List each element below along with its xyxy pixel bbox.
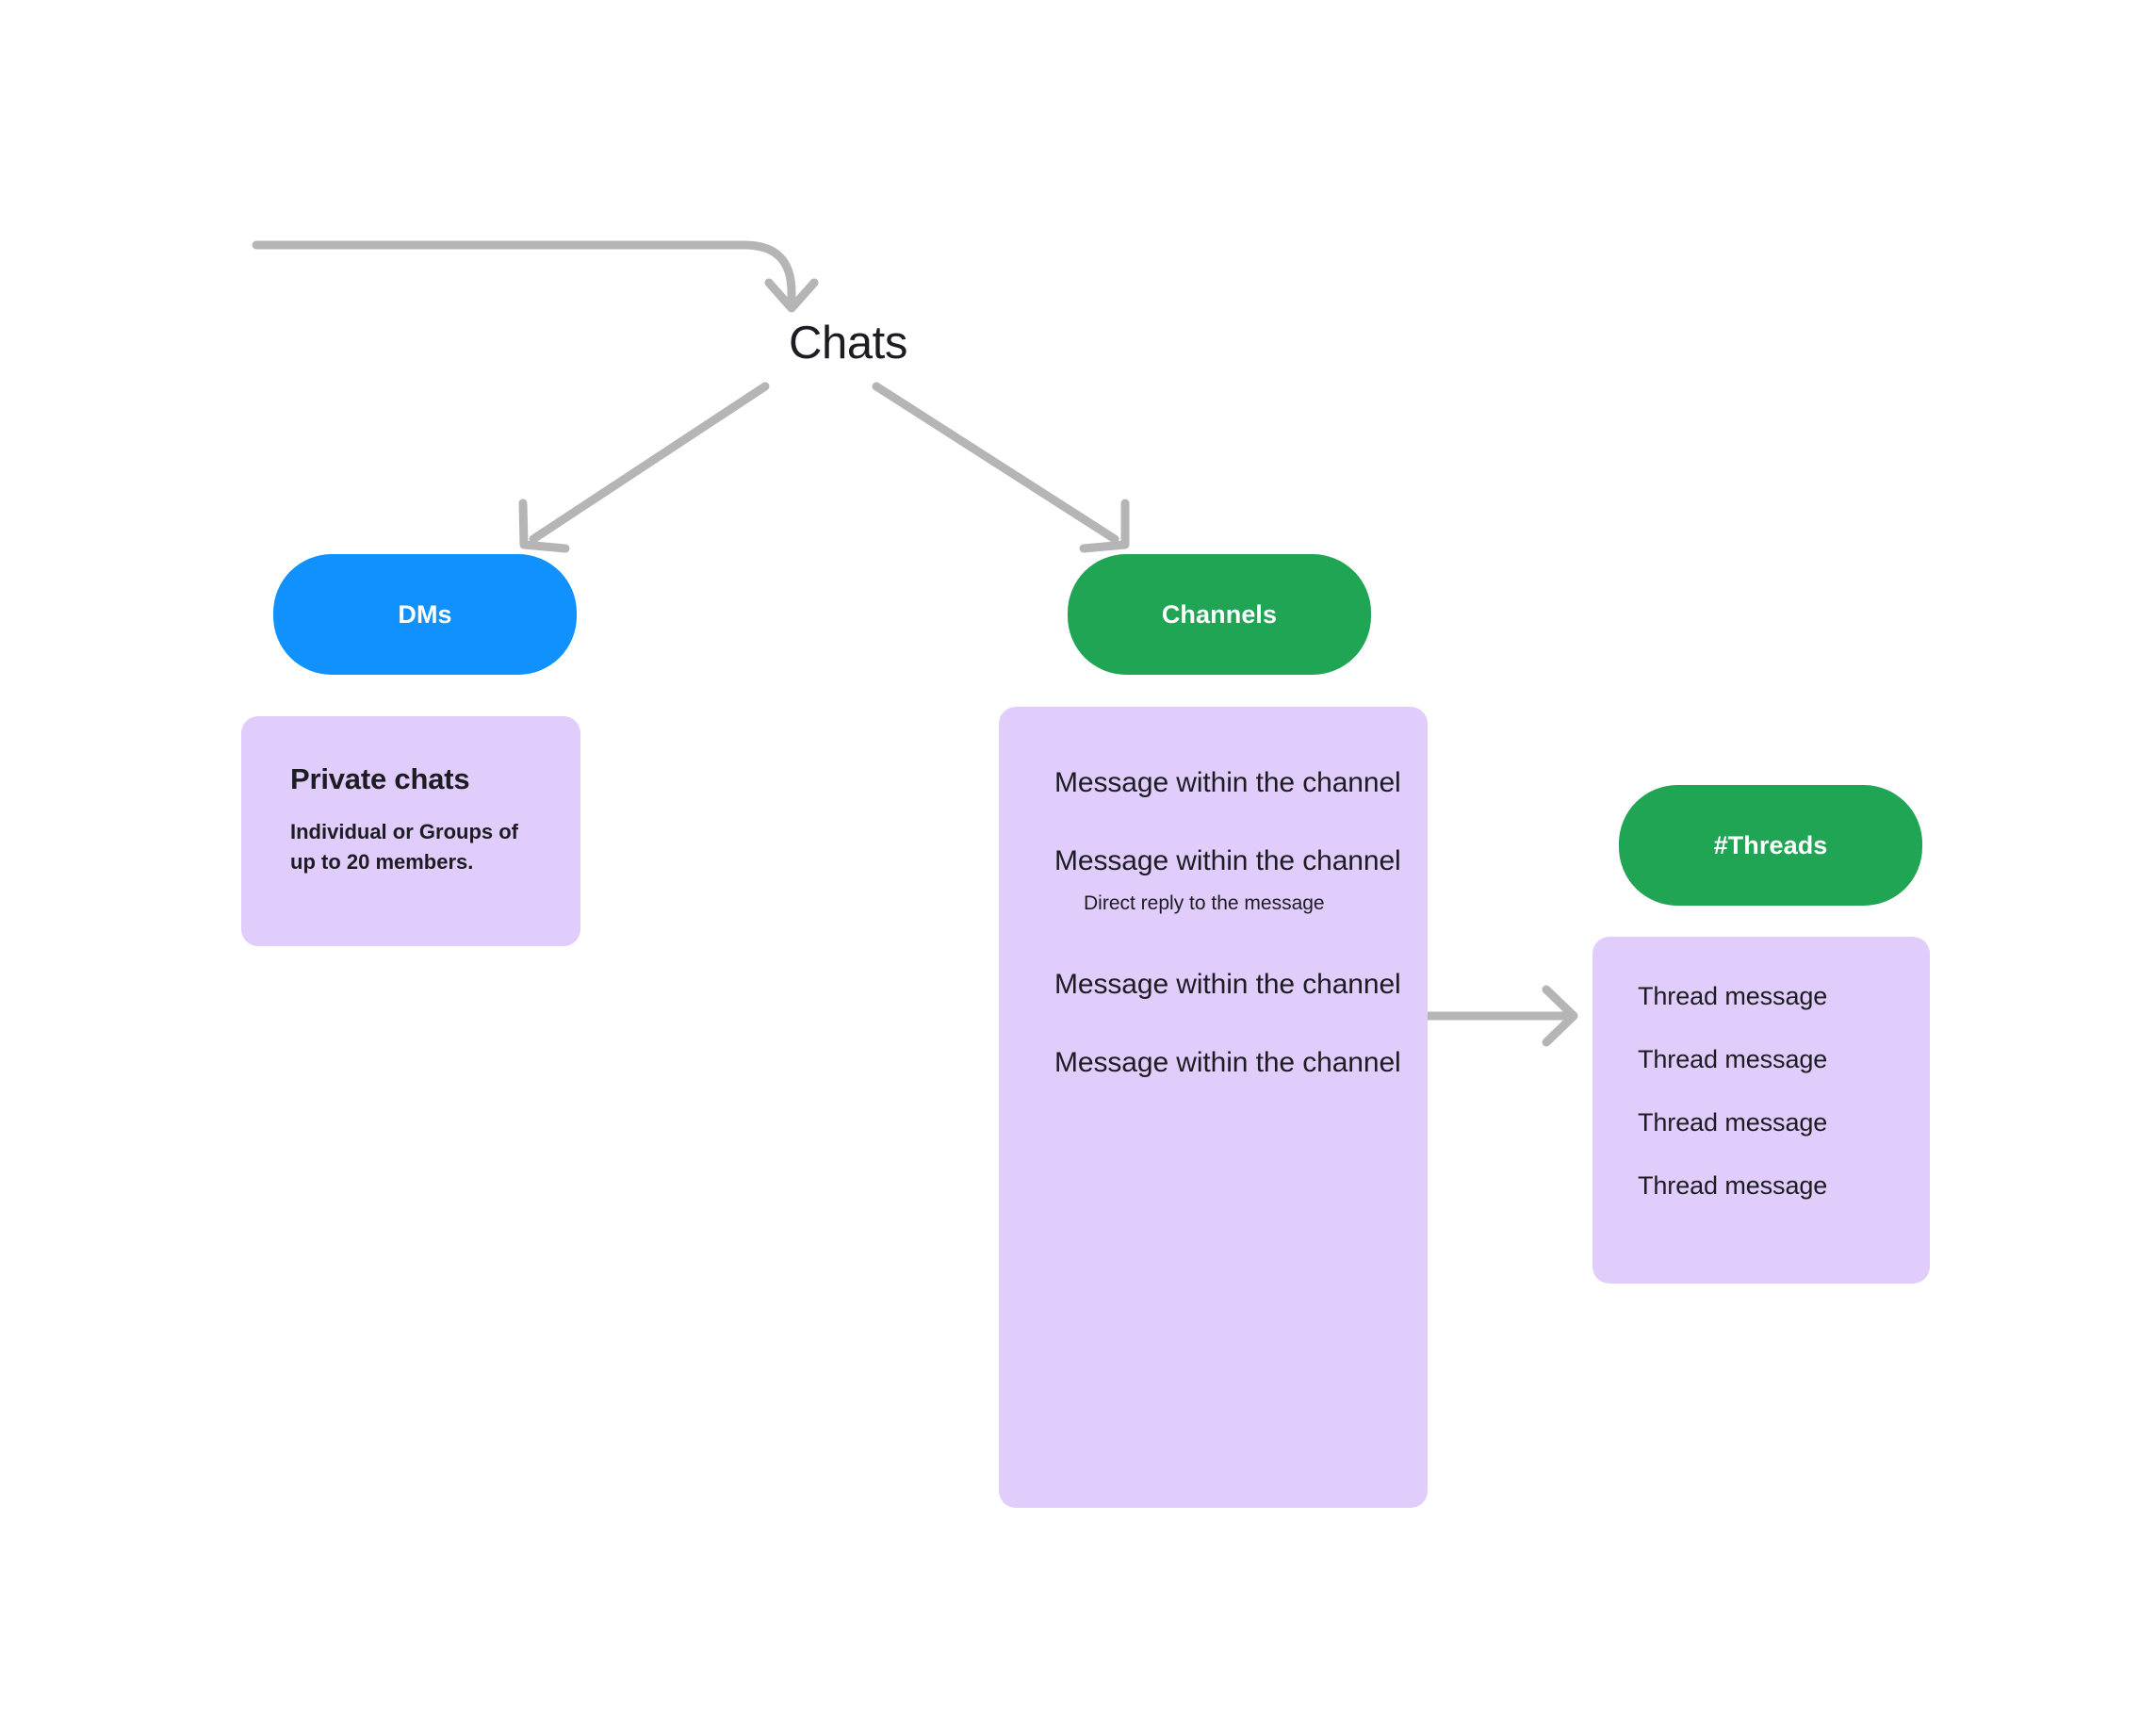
node-dms[interactable]: DMs [273,554,577,675]
private-chats-heading: Private chats [290,762,470,795]
thread-message-1: Thread message [1638,982,1828,1010]
private-chats-description: Individual or Groups of up to 20 members… [290,820,518,875]
thread-message-2: Thread message [1638,1045,1828,1074]
channel-message-1: Message within the channel [1054,767,1401,798]
channel-direct-reply-label: Direct reply to the message [1084,892,1325,914]
node-channels[interactable]: Channels [1068,554,1371,675]
thread-message-4: Thread message [1638,1171,1828,1201]
connector-chats-to-dms [518,382,770,553]
thread-message-3: Thread message [1638,1108,1828,1137]
card-private-chats: Private chats Individual or Groups of up… [241,716,580,946]
channel-message-2: Message within the channel [1054,845,1401,877]
channel-message-3: Message within the channel [1054,969,1401,1001]
node-threads[interactable]: #Threads [1619,785,1922,906]
connector-incoming-to-chats [252,240,819,313]
card-thread-messages: Thread message Thread message Thread mes… [1592,937,1930,1284]
root-node-chats: Chats [788,318,907,368]
channel-message-4: Message within the channel [1054,1047,1401,1079]
connector-chats-to-channels [872,382,1130,553]
card-channel-messages: Message within the channel Message withi… [999,707,1428,1508]
